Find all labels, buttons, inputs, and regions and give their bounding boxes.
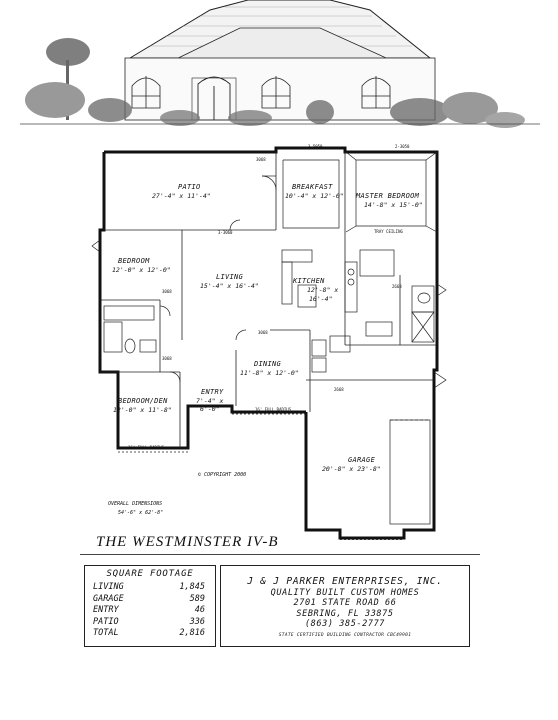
radius-note-bedroom: 16' FULL RADIUS: [128, 445, 165, 450]
dim-note-bed: 3068: [162, 289, 172, 294]
dim-note-top: 3-5050: [308, 144, 323, 149]
svg-text:20'-8" x 23'-8": 20'-8" x 23'-8": [322, 465, 381, 473]
svg-text:PATIO: PATIO: [178, 183, 201, 191]
svg-text:GARAGE: GARAGE: [348, 456, 376, 464]
arched-window-center-left: [261, 76, 291, 109]
sqft-row-living: LIVING 1,845: [93, 582, 205, 592]
roof: [128, 0, 432, 63]
room-dining: DINING 11'-8" x 12'-0": [240, 360, 299, 377]
overall-dimensions-value: 54'-6" x 62'-8": [118, 510, 163, 516]
company-name: J & J PARKER ENTERPRISES, INC.: [247, 576, 443, 587]
plan-title: THE WESTMINSTER IV-B: [96, 534, 279, 550]
dim-note-dining: 3068: [258, 330, 268, 335]
tray-ceiling-label: TRAY CEILING: [374, 229, 403, 234]
sqft-row-entry: ENTRY 46: [93, 605, 205, 616]
interior-walls: [100, 152, 437, 448]
company-tagline: QUALITY BUILT CUSTOM HOMES: [270, 588, 420, 598]
svg-text:© COPYRIGHT 2000: © COPYRIGHT 2000: [198, 472, 246, 478]
breakfast-bay: [282, 159, 340, 229]
copyright-block: © COPYRIGHT 2000: [198, 472, 246, 478]
company-street: 2701 STATE ROAD 66: [293, 598, 397, 609]
svg-text:BEDROOM: BEDROOM: [118, 257, 150, 265]
square-footage-table: SQUARE FOOTAGE LIVING 1,845 GARAGE 589 E…: [84, 565, 216, 647]
svg-text:MASTER BEDROOM: MASTER BEDROOM: [355, 192, 420, 200]
company-city: SEBRING, FL 33875: [296, 608, 394, 619]
radius-note-entry: 16' FULL RADIUS: [255, 407, 292, 412]
room-breakfast: BREAKFAST 10'-4" x 12'-0": [285, 183, 344, 200]
svg-text:27'-4" x 11'-4": 27'-4" x 11'-4": [152, 192, 211, 200]
room-garage: GARAGE 20'-8" x 23'-8": [322, 456, 381, 473]
dim-note-laundry: 2668: [334, 387, 344, 392]
garage-door: [389, 419, 431, 525]
room-patio: PATIO 27'-4" x 11'-4": [152, 183, 211, 200]
svg-text:10'-4" x 12'-0": 10'-4" x 12'-0": [285, 192, 344, 200]
room-bedroom-den: BEDROOM/DEN 12'-0" x 11'-8": [113, 397, 172, 414]
house-elevation-drawing: [20, 0, 540, 128]
radius-notes: [118, 413, 404, 540]
square-footage-header: SQUARE FOOTAGE: [106, 569, 194, 579]
facade-wall: [124, 57, 436, 121]
bath-fixtures: [103, 249, 435, 354]
room-entry: ENTRY 7'-4" x 6'-0": [196, 388, 224, 413]
room-kitchen: KITCHEN 12'-8" x 16'-4": [292, 277, 338, 303]
front-entry-door: [191, 76, 237, 121]
svg-text:BREAKFAST: BREAKFAST: [292, 183, 333, 191]
svg-text:7'-4" x: 7'-4" x: [196, 397, 223, 405]
svg-text:BEDROOM/DEN: BEDROOM/DEN: [118, 397, 168, 405]
overall-dimensions-label: OVERALL DIMENSIONS: [108, 501, 162, 507]
overall-dimensions: OVERALL DIMENSIONS 54'-6" x 62'-8": [108, 501, 163, 516]
svg-text:12'-0" x 11'-8": 12'-0" x 11'-8": [113, 406, 172, 414]
kitchen-fixtures: [281, 249, 358, 373]
svg-text:6'-0": 6'-0": [200, 405, 220, 413]
svg-text:11'-8" x 12'-0": 11'-8" x 12'-0": [240, 369, 299, 377]
company-phone: (863) 385-2777: [304, 619, 386, 630]
svg-text:14'-8" x 15'-0": 14'-8" x 15'-0": [364, 201, 423, 209]
contractor-license: STATE CERTIFIED BUILDING CONTRACTOR CBC4…: [278, 633, 412, 638]
dim-note-top-right: 2-3050: [395, 144, 410, 149]
dim-note-bath: 3068: [162, 356, 172, 361]
dim-note-patio-door: 3068: [256, 157, 266, 162]
floor-plan-drawing: 16' FULL RADIUS 16' FULL RADIUS 16' FULL…: [91, 144, 447, 540]
room-living: LIVING 15'-4" x 16'-4": [200, 273, 259, 290]
landscaping: [25, 38, 525, 128]
svg-text:12'-8" x: 12'-8" x: [307, 286, 338, 294]
arched-window-left: [131, 76, 161, 109]
svg-text:12'-0" x 12'-0": 12'-0" x 12'-0": [112, 266, 171, 274]
sqft-row-garage: GARAGE 589: [93, 593, 205, 604]
svg-text:KITCHEN: KITCHEN: [292, 277, 325, 285]
svg-text:DINING: DINING: [253, 360, 282, 368]
tray-ceiling-outline: [345, 151, 438, 233]
room-bedroom: BEDROOM 12'-0" x 12'-0": [112, 257, 171, 274]
svg-text:16'-4": 16'-4": [309, 295, 332, 303]
title-underline: [80, 554, 480, 555]
svg-text:ENTRY: ENTRY: [201, 388, 224, 396]
sqft-row-total: TOTAL 2,816: [93, 628, 205, 639]
dim-note-living: 3-3060: [218, 230, 233, 235]
arched-window-right: [361, 76, 391, 109]
room-master-bedroom: MASTER BEDROOM 14'-8" x 15'-0" TRAY CEIL…: [355, 192, 423, 234]
svg-text:LIVING: LIVING: [216, 273, 244, 281]
svg-text:15'-4" x 16'-4": 15'-4" x 16'-4": [200, 282, 259, 290]
builder-info-box: J & J PARKER ENTERPRISES, INC. QUALITY B…: [220, 565, 470, 647]
sqft-row-patio: PATIO 336: [93, 616, 205, 627]
dim-note-master-bath: 2668: [392, 284, 402, 289]
door-swings: [91, 175, 447, 389]
